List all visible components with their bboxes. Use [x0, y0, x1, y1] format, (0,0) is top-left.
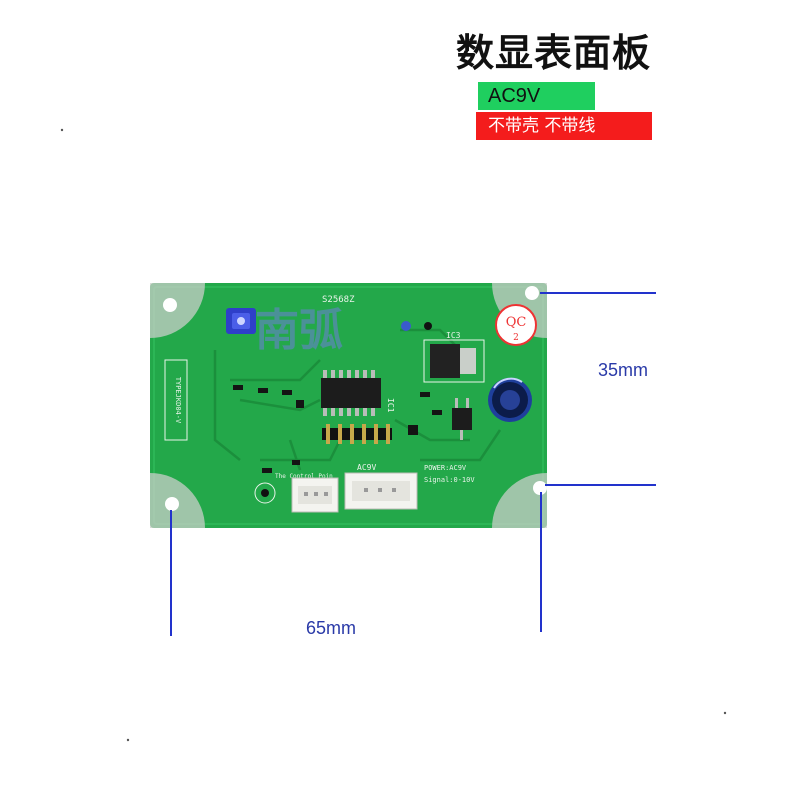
potentiometer — [226, 308, 256, 334]
svg-text:TYPEJKD04-V: TYPEJKD04-V — [174, 377, 182, 424]
control-connector-label: The Control Poin — [275, 473, 333, 480]
type-label-box: TYPEJKD04-V — [164, 359, 188, 441]
power-spec-label: POWER:AC9V — [424, 464, 467, 472]
svg-text:QC: QC — [506, 315, 527, 330]
power-connector — [344, 472, 418, 510]
electrolytic-capacitor — [488, 377, 532, 422]
voltage-badge: AC9V — [478, 82, 595, 110]
silkscreen-code: S2568Z — [322, 295, 355, 305]
speck — [60, 128, 64, 132]
via-pad — [401, 321, 411, 331]
svg-text:IC3: IC3 — [446, 331, 461, 340]
voltage-regulator: IC3 — [423, 331, 485, 383]
control-connector — [291, 477, 339, 513]
watermark-logo: 南弧 — [255, 305, 343, 356]
speck — [723, 711, 727, 715]
svg-text:IC1: IC1 — [386, 398, 395, 413]
svg-text:2: 2 — [513, 333, 519, 343]
main-ic-chip: IC1 — [321, 370, 395, 416]
signal-spec-label: Signal:0-10V — [424, 476, 475, 484]
product-title: 数显表面板 — [456, 31, 652, 75]
power-connector-label: AC9V — [357, 463, 376, 472]
dimension-lines — [170, 292, 656, 636]
note-badge: 不带壳 不带线 — [476, 112, 652, 140]
pcb-traces — [213, 328, 502, 471]
height-dimension: 35mm — [598, 360, 649, 380]
smd-components — [233, 385, 442, 473]
corner-pads — [150, 283, 547, 528]
pin-header — [322, 424, 392, 444]
transistor — [452, 398, 472, 440]
test-pad — [254, 482, 276, 504]
speck — [126, 738, 130, 742]
qc-stamp: QC 2 — [495, 304, 537, 346]
width-dimension: 65mm — [306, 618, 357, 638]
